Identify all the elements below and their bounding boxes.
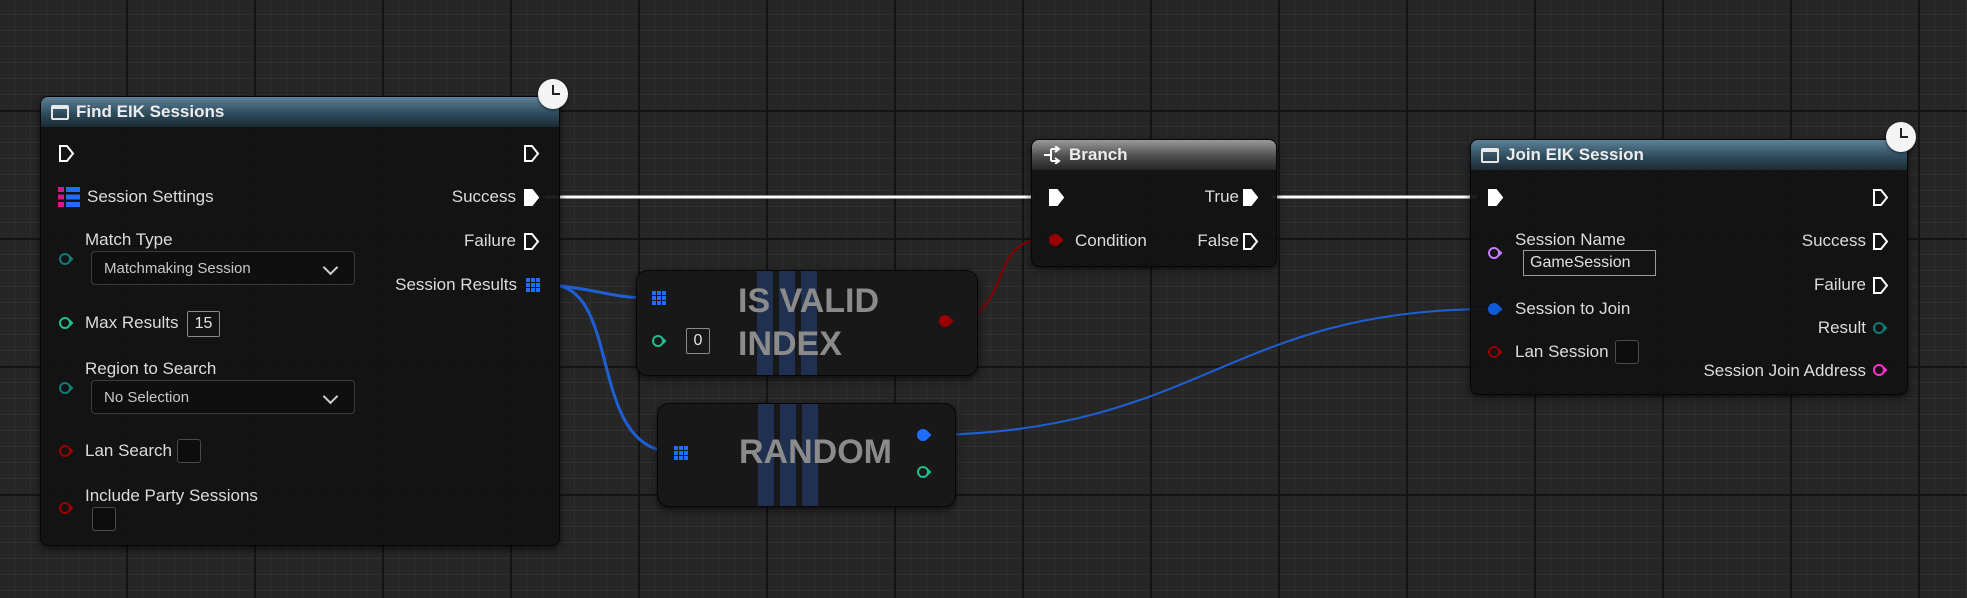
random-node[interactable] — [657, 403, 956, 507]
session-name-pin[interactable] — [1487, 245, 1503, 261]
join-success-label: Success — [1801, 231, 1866, 250]
find-eik-sessions-node[interactable]: Find EIK Sessions — [40, 96, 560, 546]
find-success-label: Success — [451, 187, 516, 206]
lan-session-checkbox[interactable] — [1615, 340, 1639, 364]
max-results-input[interactable]: 15 — [187, 311, 220, 337]
join-success-pin[interactable] — [1872, 232, 1889, 251]
session-name-label: Session Name — [1515, 230, 1626, 249]
match-type-dropdown[interactable]: Matchmaking Session — [91, 251, 355, 285]
find-node-title: Find EIK Sessions — [76, 102, 225, 121]
clock-icon — [1886, 122, 1916, 152]
join-result-pin[interactable] — [1872, 320, 1888, 336]
array-watermark — [780, 404, 796, 506]
lan-search-pin[interactable] — [58, 443, 74, 459]
isvalid-bool-out-pin[interactable] — [938, 313, 954, 329]
random-item-out-pin[interactable] — [916, 427, 932, 443]
match-type-value: Matchmaking Session — [104, 259, 251, 277]
branch-false-label: False — [1197, 231, 1239, 250]
lan-session-label: Lan Session — [1515, 342, 1609, 361]
lan-session-pin[interactable] — [1487, 344, 1503, 360]
branch-node[interactable]: Branch — [1031, 139, 1277, 267]
session-to-join-label: Session to Join — [1515, 299, 1631, 318]
clock-icon — [538, 79, 568, 109]
session-settings-label: Session Settings — [87, 187, 214, 206]
branch-true-pin[interactable] — [1242, 188, 1259, 207]
branch-true-label: True — [1204, 187, 1239, 206]
branch-exec-in-pin[interactable] — [1048, 188, 1065, 207]
branch-condition-label: Condition — [1075, 231, 1147, 250]
session-results-array-pin[interactable] — [526, 278, 540, 292]
join-result-label: Result — [1817, 318, 1866, 337]
include-party-pin[interactable] — [58, 500, 74, 516]
join-address-pin[interactable] — [1872, 362, 1888, 378]
session-name-input[interactable]: GameSession — [1523, 250, 1656, 276]
join-address-label: Session Join Address — [1703, 361, 1866, 380]
is-valid-index-node[interactable] — [636, 270, 978, 376]
array-watermark — [757, 271, 773, 375]
branch-node-header[interactable]: Branch — [1032, 140, 1276, 170]
function-icon — [51, 104, 69, 120]
include-party-label: Include Party Sessions — [85, 486, 258, 505]
branch-false-pin[interactable] — [1242, 232, 1259, 251]
region-pin[interactable] — [58, 380, 74, 396]
join-exec-in-pin[interactable] — [1487, 188, 1504, 207]
array-watermark — [802, 404, 818, 506]
branch-icon — [1044, 146, 1061, 164]
region-dropdown[interactable]: No Selection — [91, 380, 355, 414]
lan-search-checkbox[interactable] — [177, 439, 201, 463]
match-type-pin[interactable] — [58, 251, 74, 267]
isvalid-index-input[interactable]: 0 — [686, 328, 710, 354]
random-index-out-pin[interactable] — [916, 464, 932, 480]
find-success-pin[interactable] — [523, 188, 540, 207]
join-exec-out-pin[interactable] — [1872, 188, 1889, 207]
include-party-checkbox[interactable] — [92, 507, 116, 531]
random-array-in-pin[interactable] — [674, 446, 688, 460]
array-watermark — [779, 271, 795, 375]
session-results-label: Session Results — [395, 275, 517, 294]
join-node-header[interactable]: Join EIK Session — [1471, 140, 1907, 170]
find-exec-out-pin[interactable] — [523, 144, 540, 163]
isvalid-index-pin[interactable] — [651, 333, 667, 349]
join-node-title: Join EIK Session — [1506, 145, 1644, 164]
lan-search-label: Lan Search — [85, 441, 172, 460]
find-failure-pin[interactable] — [523, 232, 540, 251]
match-type-label: Match Type — [85, 230, 173, 249]
branch-condition-pin[interactable] — [1048, 232, 1064, 248]
is-valid-title-line2: INDEX — [738, 325, 842, 363]
max-results-pin[interactable] — [58, 315, 74, 331]
region-value: No Selection — [104, 388, 190, 406]
array-watermark — [758, 404, 774, 506]
session-to-join-pin[interactable] — [1487, 301, 1503, 317]
chevron-down-icon — [322, 388, 339, 405]
isvalid-array-in-pin[interactable] — [652, 291, 666, 305]
region-label: Region to Search — [85, 359, 217, 378]
session-settings-struct-icon[interactable] — [58, 187, 80, 207]
join-failure-pin[interactable] — [1872, 276, 1889, 295]
branch-title: Branch — [1069, 145, 1128, 164]
find-node-header[interactable]: Find EIK Sessions — [41, 97, 559, 127]
max-results-label: Max Results — [85, 313, 179, 332]
chevron-down-icon — [322, 259, 339, 276]
find-exec-in-pin[interactable] — [58, 144, 75, 163]
function-icon — [1481, 147, 1499, 163]
join-failure-label: Failure — [1814, 275, 1866, 294]
random-title: RANDOM — [739, 433, 892, 471]
array-watermark — [801, 271, 817, 375]
random-to-session-wire[interactable] — [935, 308, 1489, 436]
is-valid-title-line1: IS VALID — [738, 282, 880, 320]
find-failure-label: Failure — [464, 231, 516, 250]
